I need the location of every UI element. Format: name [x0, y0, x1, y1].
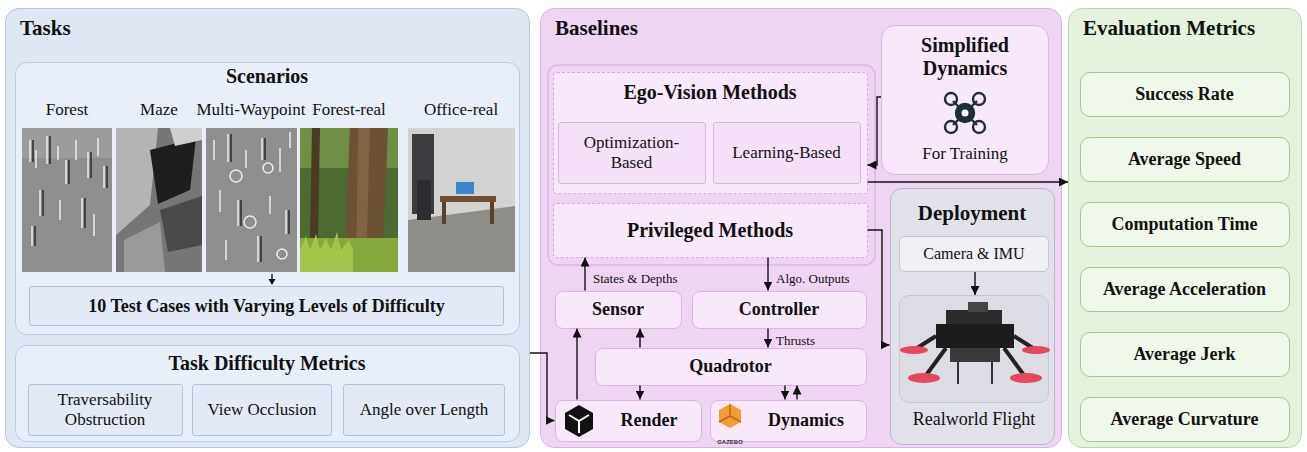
metric-box: Average Jerk: [1080, 332, 1290, 377]
group-box: Ego-Vision MethodsOptimization-Based Lear…: [553, 72, 868, 194]
metric-box: Average Speed: [1080, 137, 1290, 182]
node-text: Scenarios: [226, 65, 308, 88]
model-box: Simplified DynamicsFor Training: [881, 25, 1049, 175]
scenario-label: Office-real: [424, 100, 498, 119]
method-container: [548, 65, 875, 265]
label-holder: Office-real: [391, 100, 531, 120]
office-real-image: [408, 128, 515, 272]
node-text: View Occlusion: [208, 400, 317, 420]
node-text: Average Jerk: [1133, 344, 1235, 365]
node-text: Learning-Based: [732, 143, 841, 163]
edge-label: States & Depths: [593, 271, 678, 286]
group-box: Task Difficulty MetricsTraversability Ob…: [15, 345, 520, 442]
node-text: Angle over Length: [360, 400, 488, 420]
connector-arrow: [767, 258, 768, 291]
process-box: Sensor: [555, 291, 682, 329]
connector-arrow: [868, 97, 882, 165]
node-text: Optimization-Based: [577, 133, 687, 172]
node-text: Camera & IMU: [923, 245, 1024, 263]
node-text: Controller: [739, 299, 820, 320]
connector-arrow: [784, 386, 785, 400]
scenario-label: Multi-Waypoint: [196, 100, 305, 119]
connector-arrow: [639, 386, 640, 400]
connector-arrow: [868, 181, 1069, 182]
process-box: Quadrotor: [595, 348, 867, 386]
connector-arrow: [868, 230, 890, 345]
connector-arrow: [796, 386, 797, 400]
metric-box: Average Acceleration: [1080, 267, 1290, 312]
metric-box: Average Curvature: [1080, 397, 1290, 442]
panel: DeploymentCamera & IMU Realworld Flight: [890, 188, 1055, 445]
connector-arrow: [530, 353, 555, 421]
connector-arrow: [584, 258, 585, 291]
maze-image: [116, 128, 202, 272]
node-text: Render: [621, 410, 678, 431]
forest-real-image: [300, 128, 398, 272]
metric-box: Angle over Length: [343, 384, 505, 436]
metric-box: Computation Time: [1080, 202, 1290, 247]
method-box: Learning-Based: [713, 122, 861, 184]
metric-box: Traversability Obstruction: [28, 384, 183, 436]
label-holder: States & Depths: [593, 269, 678, 287]
gazebo-logo: [719, 404, 741, 428]
panel: TasksScenarios 10 Test Cases with Varying…: [5, 8, 530, 448]
node-text: Average Curvature: [1111, 409, 1259, 430]
process-box: 10 Test Cases with Varying Levels of Dif…: [29, 286, 504, 326]
scenario-label: Maze: [140, 100, 178, 119]
process-box: Dynamics: [710, 400, 867, 442]
method-box: Privileged Methods: [553, 203, 868, 258]
node-text: Baselines: [555, 16, 638, 40]
process-box: Controller: [692, 291, 867, 329]
node-text: Ego-Vision Methods: [623, 81, 796, 104]
node-text: Sensor: [592, 299, 644, 320]
node-text: Tasks: [20, 16, 71, 40]
process-box: Render: [555, 400, 702, 442]
node-text: Privileged Methods: [627, 219, 793, 242]
label-holder: GAZEBO: [710, 430, 750, 448]
node-text: Evaluation Metrics: [1083, 16, 1255, 40]
node-text: Success Rate: [1135, 84, 1233, 105]
label-holder: Thrusts: [776, 331, 815, 349]
node-text: Realworld Flight: [913, 409, 1036, 430]
scenario-label: Forest-real: [312, 100, 386, 119]
panel: BaselinesEgo-Vision MethodsOptimization-…: [540, 8, 1062, 448]
label-holder: Forest: [0, 100, 137, 120]
flow-arrow: [269, 274, 276, 285]
caption-text: For Training: [922, 144, 1008, 164]
method-box: Optimization-Based: [558, 122, 706, 184]
edge-label: Algo. Outputs: [776, 271, 850, 286]
sensor-box: Camera & IMU: [899, 236, 1049, 272]
node-text: Traversability Obstruction: [37, 390, 174, 429]
node-text: Average Speed: [1128, 149, 1241, 170]
node-text: Quadrotor: [689, 356, 772, 377]
scenario-label: Forest: [46, 100, 89, 119]
node-text: Dynamics: [768, 410, 844, 431]
node-text: Task Difficulty Metrics: [168, 352, 365, 375]
metric-box: Success Rate: [1080, 72, 1290, 117]
metric-box: View Occlusion: [192, 384, 332, 436]
node-text: Deployment: [918, 201, 1027, 225]
multi-waypoint-image: [206, 128, 297, 272]
unity-logo: [565, 405, 593, 437]
connector-arrow: [576, 329, 577, 400]
node-text: Computation Time: [1112, 214, 1258, 235]
quadrotor-icon: [945, 93, 985, 133]
label-holder: Algo. Outputs: [776, 269, 850, 287]
drone-photo: [900, 302, 1050, 384]
connector-arrow: [974, 272, 975, 295]
forest-image: [22, 128, 112, 272]
edge-label: Thrusts: [776, 333, 815, 348]
label-holder: Multi-Waypoint: [181, 100, 321, 120]
panel: Evaluation MetricsSuccess RateAverage Sp…: [1068, 8, 1302, 448]
node-text: Average Acceleration: [1103, 279, 1266, 300]
logo-text: GAZEBO: [717, 439, 743, 445]
photo-box: Realworld Flight: [899, 295, 1049, 403]
connector-arrow: [767, 329, 768, 348]
node-text: Simplified Dynamics: [890, 34, 1040, 80]
connector-arrow: [639, 329, 640, 348]
node-text: 10 Test Cases with Varying Levels of Dif…: [88, 296, 445, 317]
